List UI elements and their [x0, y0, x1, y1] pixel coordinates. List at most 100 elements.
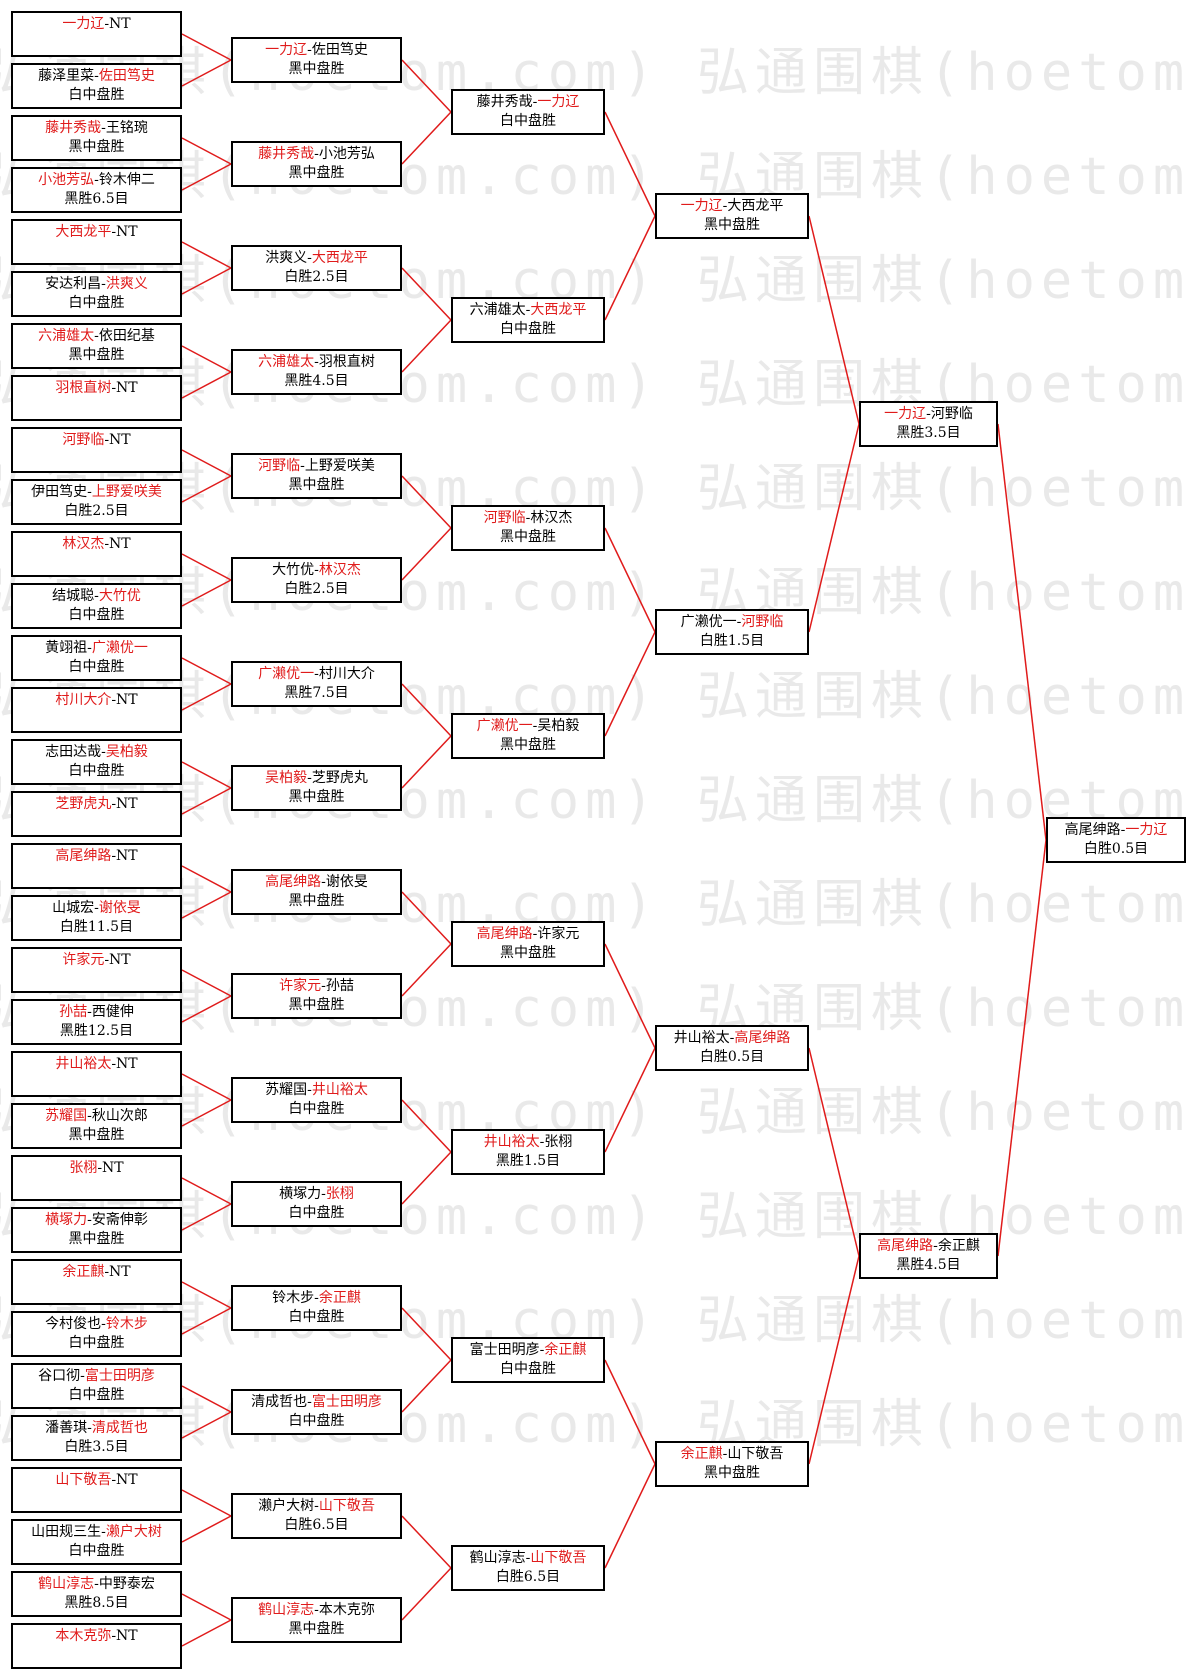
match-result: 白中盘胜 [68, 1543, 125, 1559]
player-name: -山下敬吾 [722, 1446, 784, 1462]
match-players: 结城聪-大竹优 [13, 587, 180, 606]
match-players: 广濑优一-河野临 [657, 613, 807, 632]
match-players: 孙喆-西健伸 [13, 1003, 180, 1022]
connector-line [181, 449, 232, 477]
winner-name: 广濑优一 [258, 666, 315, 682]
player-name: 广濑优一- [680, 614, 742, 630]
player-name: -NT [104, 536, 131, 552]
match-result: 白中盘胜 [68, 607, 125, 623]
match-players: 富士田明彦-余正麒 [453, 1341, 603, 1360]
match-box-round-4: 一力辽-大西龙平黑中盘胜 [655, 193, 809, 239]
player-name: 谷口彻- [38, 1368, 85, 1384]
match-players: 井山裕太-NT [13, 1055, 180, 1074]
winner-name: 许家元 [279, 978, 322, 994]
match-result: 黑中盘胜 [288, 477, 345, 493]
connector-line [181, 345, 232, 373]
match-box-round-1: 羽根直树-NT [11, 375, 182, 421]
winner-name: 林汉杰 [62, 536, 105, 552]
match-players: 高尾绅路-一力辽 [1048, 821, 1184, 840]
connector-line [181, 163, 232, 191]
winner-name: 许家元 [62, 952, 105, 968]
winner-name: 高尾绅路 [734, 1030, 791, 1046]
match-box-round-1: 藤井秀哉-王铭琬黑中盘胜 [11, 115, 182, 161]
match-players: 六浦雄太-大西龙平 [453, 301, 603, 320]
match-players: 村川大介-NT [13, 691, 180, 710]
connector-line [604, 631, 656, 737]
winner-name: 吴柏毅 [265, 770, 308, 786]
winner-name: 吴柏毅 [105, 744, 148, 760]
match-box-round-1: 黄翊祖-广濑优一白中盘胜 [11, 635, 182, 681]
match-box-round-2: 濑户大树-山下敬吾白胜6.5目 [231, 1493, 402, 1539]
connector-line [401, 1307, 452, 1361]
winner-name: 井山裕太 [55, 1056, 112, 1072]
match-players: 一力辽-佐田笃史 [233, 41, 400, 60]
match-players: 高尾绅路-谢依旻 [233, 873, 400, 892]
match-players: 山城宏-谢依旻 [13, 899, 180, 918]
match-result: 黑中盘胜 [704, 217, 760, 233]
winner-name: 谢依旻 [98, 900, 141, 916]
connector-line [401, 319, 452, 373]
match-result: 白胜11.5目 [59, 919, 134, 935]
player-name: -羽根直树 [314, 354, 375, 370]
match-box-round-1: 潘善琪-清成哲也白胜3.5目 [11, 1415, 182, 1461]
winner-name: 藤井秀哉 [258, 146, 315, 162]
match-result: 白胜2.5目 [284, 581, 349, 597]
player-name: -上野爱咲美 [300, 458, 375, 474]
match-box-round-1: 鹤山淳志-中野泰宏黑胜8.5目 [11, 1571, 182, 1617]
winner-name: 本木克弥 [55, 1628, 112, 1644]
winner-name: 六浦雄太 [258, 354, 315, 370]
winner-name: 山下敬吾 [318, 1498, 375, 1514]
winner-name: 山下敬吾 [55, 1472, 112, 1488]
winner-name: 河野临 [62, 432, 105, 448]
connector-line [181, 1281, 232, 1309]
match-box-round-1: 村川大介-NT [11, 687, 182, 733]
connector-line [401, 111, 452, 165]
connector-line [181, 371, 232, 399]
winner-name: 高尾绅路 [877, 1238, 934, 1254]
match-result: 白中盘胜 [68, 295, 125, 311]
match-result: 黑胜8.5目 [64, 1595, 129, 1611]
match-result: 黑中盘胜 [288, 61, 345, 77]
match-players: 藤井秀哉-王铭琬 [13, 119, 180, 138]
player-name: 井山裕太- [673, 1030, 735, 1046]
match-players: 高尾绅路-余正麒 [861, 1237, 996, 1256]
match-result: 黑胜3.5目 [896, 425, 961, 441]
match-box-round-2: 六浦雄太-羽根直树黑胜4.5目 [231, 349, 402, 395]
player-name: -小池芳弘 [314, 146, 375, 162]
connector-line [401, 527, 452, 581]
match-players: 濑户大树-山下敬吾 [233, 1497, 400, 1516]
player-name: 志田达哉- [45, 744, 106, 760]
match-result: 白中盘胜 [500, 113, 556, 129]
connector-line [604, 215, 656, 321]
match-box-round-1: 山下敬吾-NT [11, 1467, 182, 1513]
match-box-round-1: 张栩-NT [11, 1155, 182, 1201]
connector-line [181, 475, 232, 503]
winner-name: 林汉杰 [318, 562, 361, 578]
connector-line [604, 943, 656, 1049]
match-players: 安达利昌-洪爽义 [13, 275, 180, 294]
connector-line [181, 657, 232, 685]
match-players: 广濑优一-村川大介 [233, 665, 400, 684]
match-result: 黑中盘胜 [500, 945, 556, 961]
player-name: -NT [111, 796, 138, 812]
connector-line [181, 995, 232, 1023]
connector-line [808, 423, 860, 633]
match-result: 黑中盘胜 [68, 347, 125, 363]
match-players: 六浦雄太-羽根直树 [233, 353, 400, 372]
winner-name: 河野临 [258, 458, 301, 474]
winner-name: 高尾绅路 [476, 926, 533, 942]
match-result: 黑胜4.5目 [896, 1257, 961, 1273]
player-name: 横塚力- [279, 1186, 326, 1202]
match-players: 余正麒-山下敬吾 [657, 1445, 807, 1464]
match-box-round-2: 洪爽义-大西龙平白胜2.5目 [231, 245, 402, 291]
match-result: 黑中盘胜 [68, 1127, 125, 1143]
winner-name: 张栩 [325, 1186, 354, 1202]
match-players: 芝野虎丸-NT [13, 795, 180, 814]
match-result: 白胜1.5目 [699, 633, 765, 649]
match-box-round-3: 河野临-林汉杰黑中盘胜 [451, 505, 605, 551]
connector-line [181, 1619, 232, 1647]
connector-line [401, 943, 452, 997]
match-box-round-1: 志田达哉-吴柏毅白中盘胜 [11, 739, 182, 785]
winner-name: 余正麒 [318, 1290, 361, 1306]
match-players: 苏耀国-秋山次郎 [13, 1107, 180, 1126]
